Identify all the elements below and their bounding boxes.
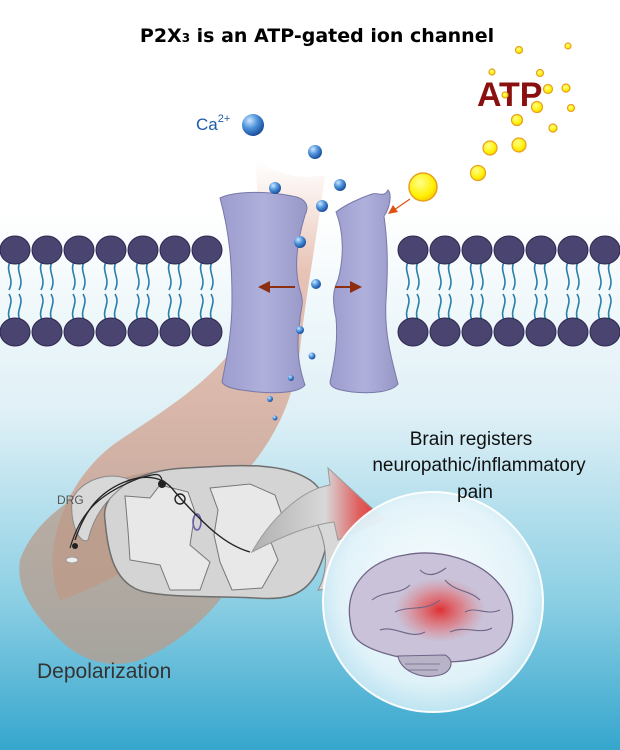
calcium-ion: [311, 279, 321, 289]
phospholipid: [429, 235, 461, 347]
dilation-arrow-right: [335, 281, 362, 293]
membrane-left: [0, 235, 223, 347]
depolarization-label: Depolarization: [37, 660, 171, 683]
phospholipid: [461, 235, 493, 347]
channel-protein-right: [329, 189, 399, 394]
calcium-ion: [267, 396, 273, 402]
phospholipid: [191, 235, 223, 347]
page-title: P2X3 is an ATP-gated ion channel: [140, 25, 494, 47]
calcium-ion: [316, 200, 328, 212]
phospholipid: [525, 235, 557, 347]
title-subscript: 3: [182, 31, 190, 45]
calcium-ions: [242, 114, 346, 421]
brain-caption-line2: neuropathic/inflammatory: [372, 455, 586, 476]
calcium-label: Ca2+: [196, 113, 230, 134]
atp-molecule: [488, 68, 496, 76]
phospholipid: [589, 235, 620, 347]
dilation-arrow-left: [258, 281, 295, 293]
atp-molecule: [482, 140, 498, 156]
brain-caption-line1: Brain registers: [410, 429, 533, 450]
calcium-label-charge: 2+: [218, 113, 231, 125]
calcium-ion: [272, 415, 278, 421]
atp-molecule: [469, 164, 487, 182]
brain-caption-line3: pain: [457, 482, 493, 503]
atp-molecule: [561, 83, 571, 93]
sensory-neuron: [65, 473, 251, 564]
atp-molecule: [511, 137, 527, 153]
atp-molecule: [564, 42, 572, 50]
calcium-ion: [296, 326, 304, 334]
atp-molecule: [566, 103, 576, 113]
atp-molecules: [408, 42, 576, 202]
phospholipid: [63, 235, 95, 347]
atp-binding-arrow: [388, 198, 411, 214]
spinal-cord-section: [103, 464, 330, 600]
phospholipid: [557, 235, 589, 347]
phospholipid: [127, 235, 159, 347]
channel-protein-left: [219, 191, 308, 394]
phospholipid: [95, 235, 127, 347]
calcium-ion: [294, 236, 306, 248]
title-prefix: P2X: [140, 25, 182, 47]
atp-molecule: [501, 91, 509, 99]
atp-molecule: [535, 68, 545, 78]
calcium-ion: [288, 375, 294, 381]
atp-molecule: [542, 83, 554, 95]
drg-label: DRG: [57, 493, 84, 507]
atp-molecule: [408, 172, 438, 202]
phospholipid: [0, 235, 31, 347]
atp-molecule: [510, 113, 524, 127]
atp-molecule: [530, 100, 544, 114]
calcium-ion: [242, 114, 264, 136]
calcium-ion: [308, 145, 322, 159]
calcium-label-base: Ca: [196, 115, 218, 134]
title-suffix: is an ATP-gated ion channel: [190, 25, 494, 47]
calcium-ion: [334, 179, 346, 191]
phospholipid: [31, 235, 63, 347]
phospholipid: [397, 235, 429, 347]
brain: [348, 552, 514, 677]
atp-molecule: [514, 45, 524, 55]
phospholipid: [159, 235, 191, 347]
calcium-ion: [269, 182, 281, 194]
membrane-right: [397, 235, 620, 347]
phospholipid: [493, 235, 525, 347]
atp-molecule: [548, 123, 558, 133]
calcium-ion: [308, 352, 316, 360]
